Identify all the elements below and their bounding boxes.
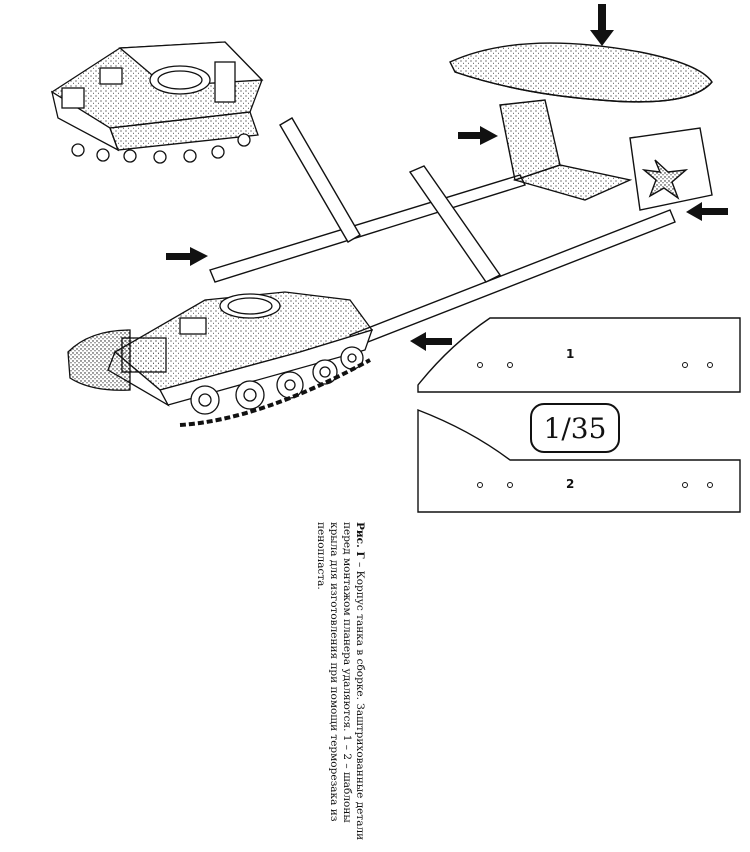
arrow-left-fin <box>686 202 728 221</box>
arrows <box>166 4 728 351</box>
tank-hull-small-view <box>50 41 264 164</box>
wing-template-1 <box>417 317 741 393</box>
template-1-label: 1 <box>566 347 575 361</box>
arrow-right-hull <box>166 247 208 266</box>
tank-hull-main <box>67 291 374 427</box>
arrow-down-wing <box>590 4 614 46</box>
wing-template-2 <box>417 408 741 513</box>
figure-number: Рис. Г <box>354 522 366 559</box>
figure-caption: Рис. Г – Корпус танка в сборке. Заштрихо… <box>314 522 366 852</box>
arrow-right-tail <box>458 126 498 145</box>
template-2-label: 2 <box>566 477 575 491</box>
figure-caption-text: – Корпус танка в сборке. Заштрихованные … <box>315 522 366 841</box>
arrow-left-hull <box>410 332 452 351</box>
wing-panel <box>449 42 713 103</box>
tank-glider-diagram <box>50 4 741 513</box>
scale-label: 1/35 <box>530 403 620 453</box>
